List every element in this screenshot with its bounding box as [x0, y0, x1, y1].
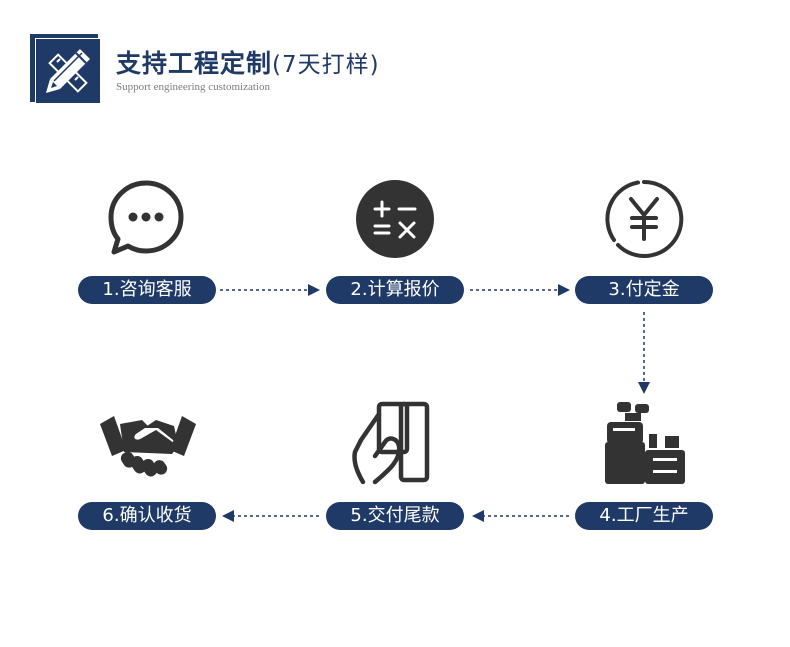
arrow-step-3-to-4 [638, 312, 650, 394]
step-2-quote: 2.计算报价 [326, 276, 464, 304]
pencil-ruler-icon [35, 38, 101, 104]
step-5-final-payment: 5.交付尾款 [326, 502, 464, 530]
card-payment-icon [352, 401, 430, 485]
title-main: 支持工程定制 [116, 49, 273, 78]
step-1-consult: 1.咨询客服 [78, 276, 216, 304]
arrow-step-5-to-6 [222, 510, 322, 522]
page-subtitle: Support engineering customization [116, 81, 270, 93]
page-title: 支持工程定制(7天打样) [116, 44, 380, 80]
step-3-deposit: 3.付定金 [575, 276, 713, 304]
arrow-step-2-to-3 [470, 284, 570, 296]
chat-bubble-icon [108, 180, 184, 255]
arrow-step-1-to-2 [220, 284, 320, 296]
header-logo [30, 34, 102, 104]
factory-icon [605, 402, 685, 484]
yuan-coin-icon [605, 179, 684, 258]
title-suffix: (7天打样) [272, 52, 380, 78]
calculator-icon [356, 180, 434, 258]
arrow-step-4-to-5 [472, 510, 572, 522]
step-6-confirm-receipt: 6.确认收货 [78, 502, 216, 530]
step-4-production: 4.工厂生产 [575, 502, 713, 530]
handshake-icon [100, 416, 196, 477]
